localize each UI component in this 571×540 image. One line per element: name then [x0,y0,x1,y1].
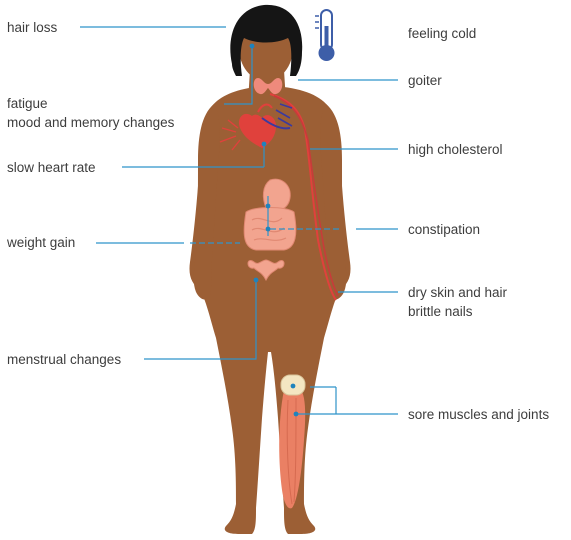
label-dry-skin: dry skin and hair [408,283,507,302]
label-feeling-cold: feeling cold [408,24,476,43]
label-weight-gain: weight gain [7,233,75,252]
label-constipation: constipation [408,220,480,239]
label-sore-muscles: sore muscles and joints [408,405,549,424]
label-slow-heart-rate: slow heart rate [7,158,96,177]
label-mood-memory: mood and memory changes [7,113,174,132]
label-brittle-nails: brittle nails [408,302,473,321]
label-high-cholesterol: high cholesterol [408,140,503,159]
label-goiter: goiter [408,71,442,90]
thermometer-icon [315,10,335,61]
label-hair-loss: hair loss [7,18,57,37]
label-menstrual-changes: menstrual changes [7,350,121,369]
label-fatigue: fatigue [7,94,48,113]
